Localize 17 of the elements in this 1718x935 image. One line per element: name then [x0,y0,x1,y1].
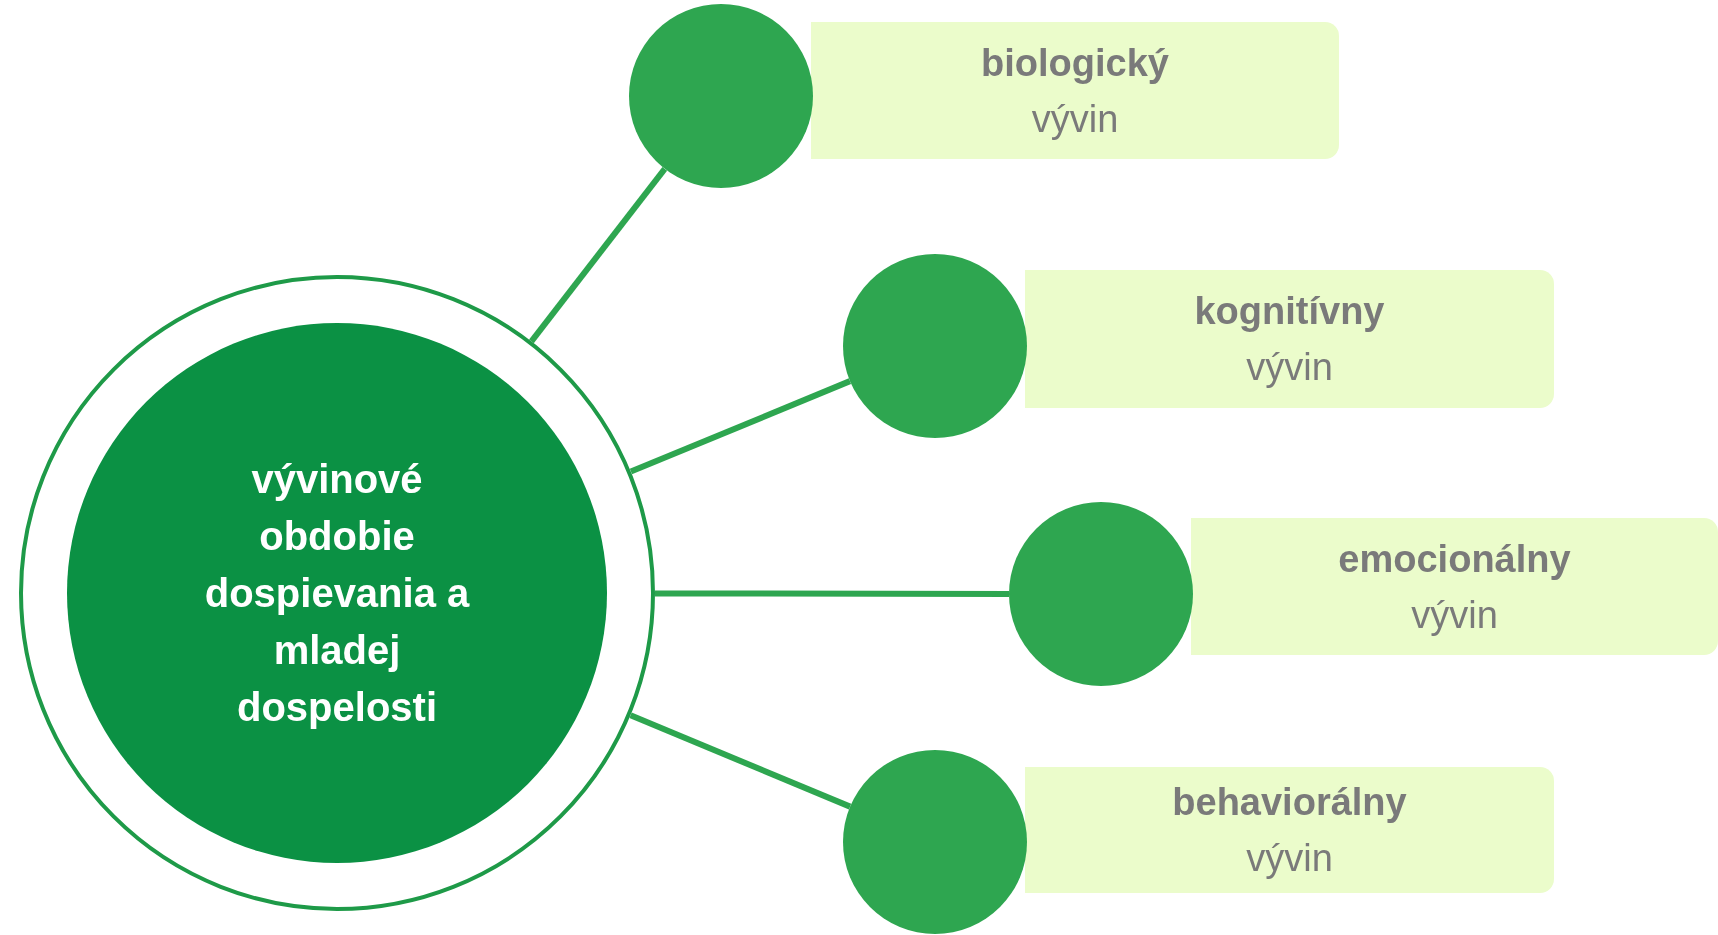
card-heading: biologický [981,40,1169,86]
label-card [811,22,1339,159]
card-subtext: vývin [1031,96,1119,142]
connector-line [629,712,852,810]
card-heading: emocionálny [1338,536,1571,582]
connector-line [529,166,668,344]
hub-title: vývinové obdobie dospievania a mladej dospelosti [203,455,471,731]
card-subtext: vývin [1246,345,1333,390]
label-card [1025,270,1554,408]
card-heading: behaviorálny [1172,780,1407,825]
card-subtext: vývin [1411,592,1498,638]
card-subtext: vývin [1246,836,1333,881]
label-card [1025,767,1554,893]
label-card [1191,518,1718,655]
connector-line [629,378,852,475]
card-heading: kognitívny [1194,289,1385,334]
connector-line [655,590,1009,597]
